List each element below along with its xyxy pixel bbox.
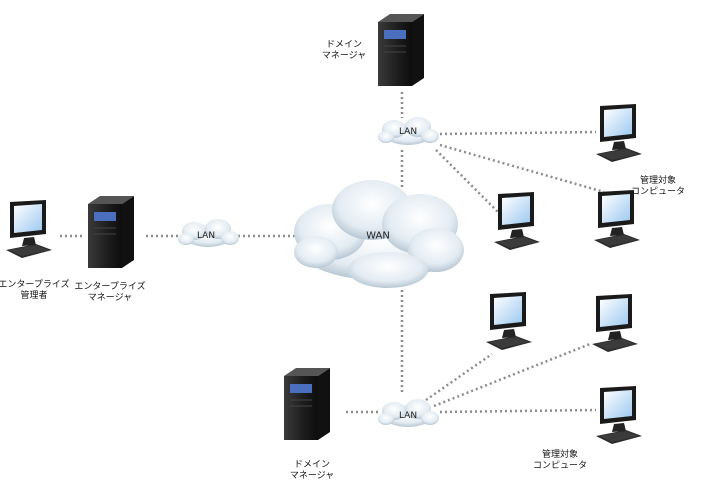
managed-computers-top-label: 管理対象コンピュータ	[630, 176, 686, 197]
link-lan-bottom-pc1	[425, 352, 493, 402]
link-lan-top-pc3	[435, 149, 501, 215]
lan-left-label: LAN	[196, 231, 216, 241]
managed-computer-icon	[596, 386, 642, 444]
enterprise-manager-server-icon	[87, 195, 135, 269]
wan-label: WAN	[366, 230, 390, 242]
link-lan-top-pc2	[439, 143, 605, 194]
managed-computer-icon	[494, 192, 540, 250]
managed-computers-bottom-label: 管理対象コンピュータ	[532, 450, 588, 471]
managed-computer-icon	[486, 292, 532, 350]
managed-computer-icon	[592, 294, 638, 352]
enterprise-admin-computer-icon	[6, 200, 52, 258]
link-lan-bottom-pc3	[439, 408, 597, 414]
managed-computer-icon	[596, 104, 642, 162]
link-lan-top-pc1	[439, 130, 597, 136]
enterprise-admin-label: エンタープライズ管理者	[0, 280, 70, 301]
lan-top-label: LAN	[398, 127, 418, 137]
domain-manager-bottom-label: ドメインマネージャ	[289, 460, 335, 481]
managed-computer-icon	[594, 190, 640, 248]
links	[60, 92, 605, 414]
domain-manager-top-server-icon	[377, 13, 425, 87]
wan-cloud	[294, 180, 464, 288]
link-lan-bottom-pc2	[433, 342, 591, 408]
domain-manager-bottom-server-icon	[283, 367, 331, 441]
lan-bottom-label: LAN	[398, 411, 418, 421]
domain-manager-top-label: ドメインマネージャ	[321, 40, 367, 61]
enterprise-manager-label: エンタープライズマネージャ	[74, 282, 146, 303]
